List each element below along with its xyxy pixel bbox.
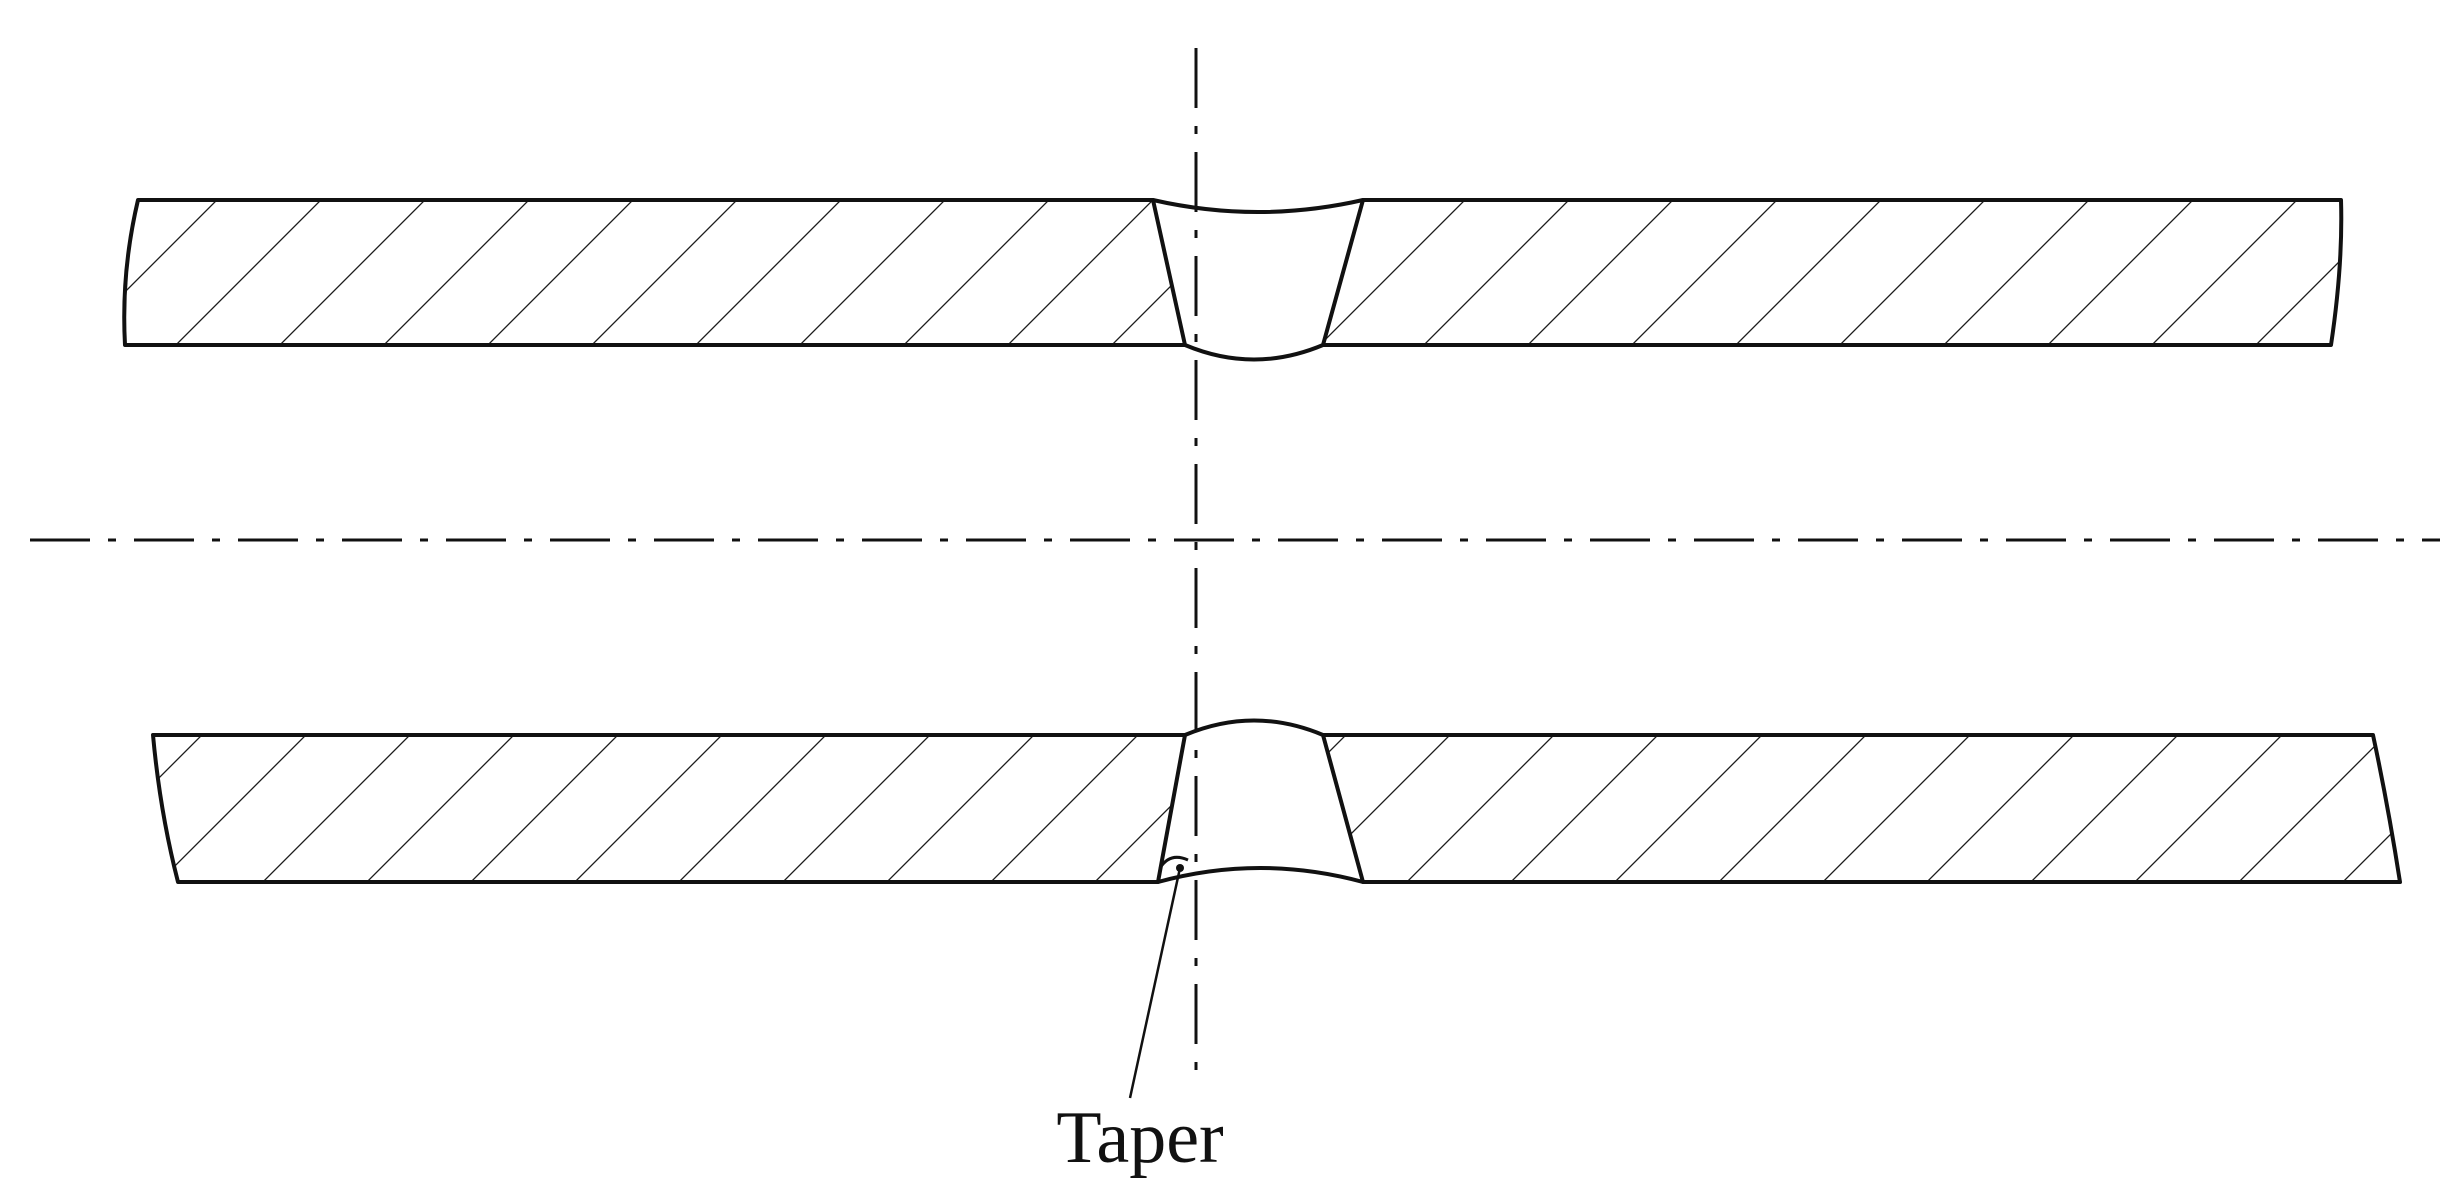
upper-hole-outer-curve (1152, 198, 1364, 214)
upper-wall-left-section (122, 198, 1187, 347)
taper-leader-line (1128, 867, 1182, 1099)
taper-leader-dot (1176, 864, 1184, 872)
taper-label: Taper (1056, 1097, 1223, 1179)
lower-wall-right-section (1321, 733, 2402, 884)
upper-wall-right-section (1321, 198, 2344, 347)
lower-hole-outer-curve (1157, 866, 1364, 884)
lower-wall-left-section (151, 733, 1187, 884)
taper-edge-arc (1158, 855, 1189, 869)
lower-hole-inner-curve (1184, 718, 1324, 737)
upper-hole-inner-curve (1184, 343, 1324, 362)
